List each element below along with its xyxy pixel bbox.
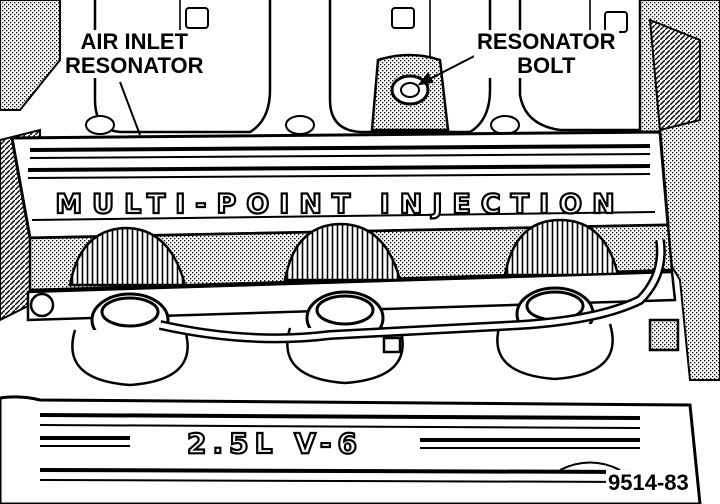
fuel-hose <box>158 239 680 354</box>
air-inlet-resonator-label: AIR INLET RESONATOR <box>62 30 207 78</box>
resonator-bolt-label-line1: RESONATOR <box>477 29 616 54</box>
air-inlet-label-line2: RESONATOR <box>65 53 204 78</box>
top-bolts <box>85 7 628 135</box>
engine-background <box>0 0 720 381</box>
resonator-bolt <box>370 53 450 132</box>
resonator-bolt-label-line2: BOLT <box>517 53 576 78</box>
engine-badge: 2.5L V-6 <box>187 427 363 460</box>
figure-number: 9514-83 <box>606 470 691 496</box>
resonator-cover <box>10 130 670 240</box>
air-inlet-label-line1: AIR INLET <box>80 29 189 54</box>
engine-cover <box>0 395 702 504</box>
resonator-bolt-label: RESONATOR BOLT <box>474 30 619 78</box>
cover-text: MULTI-POINT INJECTION <box>55 189 624 220</box>
